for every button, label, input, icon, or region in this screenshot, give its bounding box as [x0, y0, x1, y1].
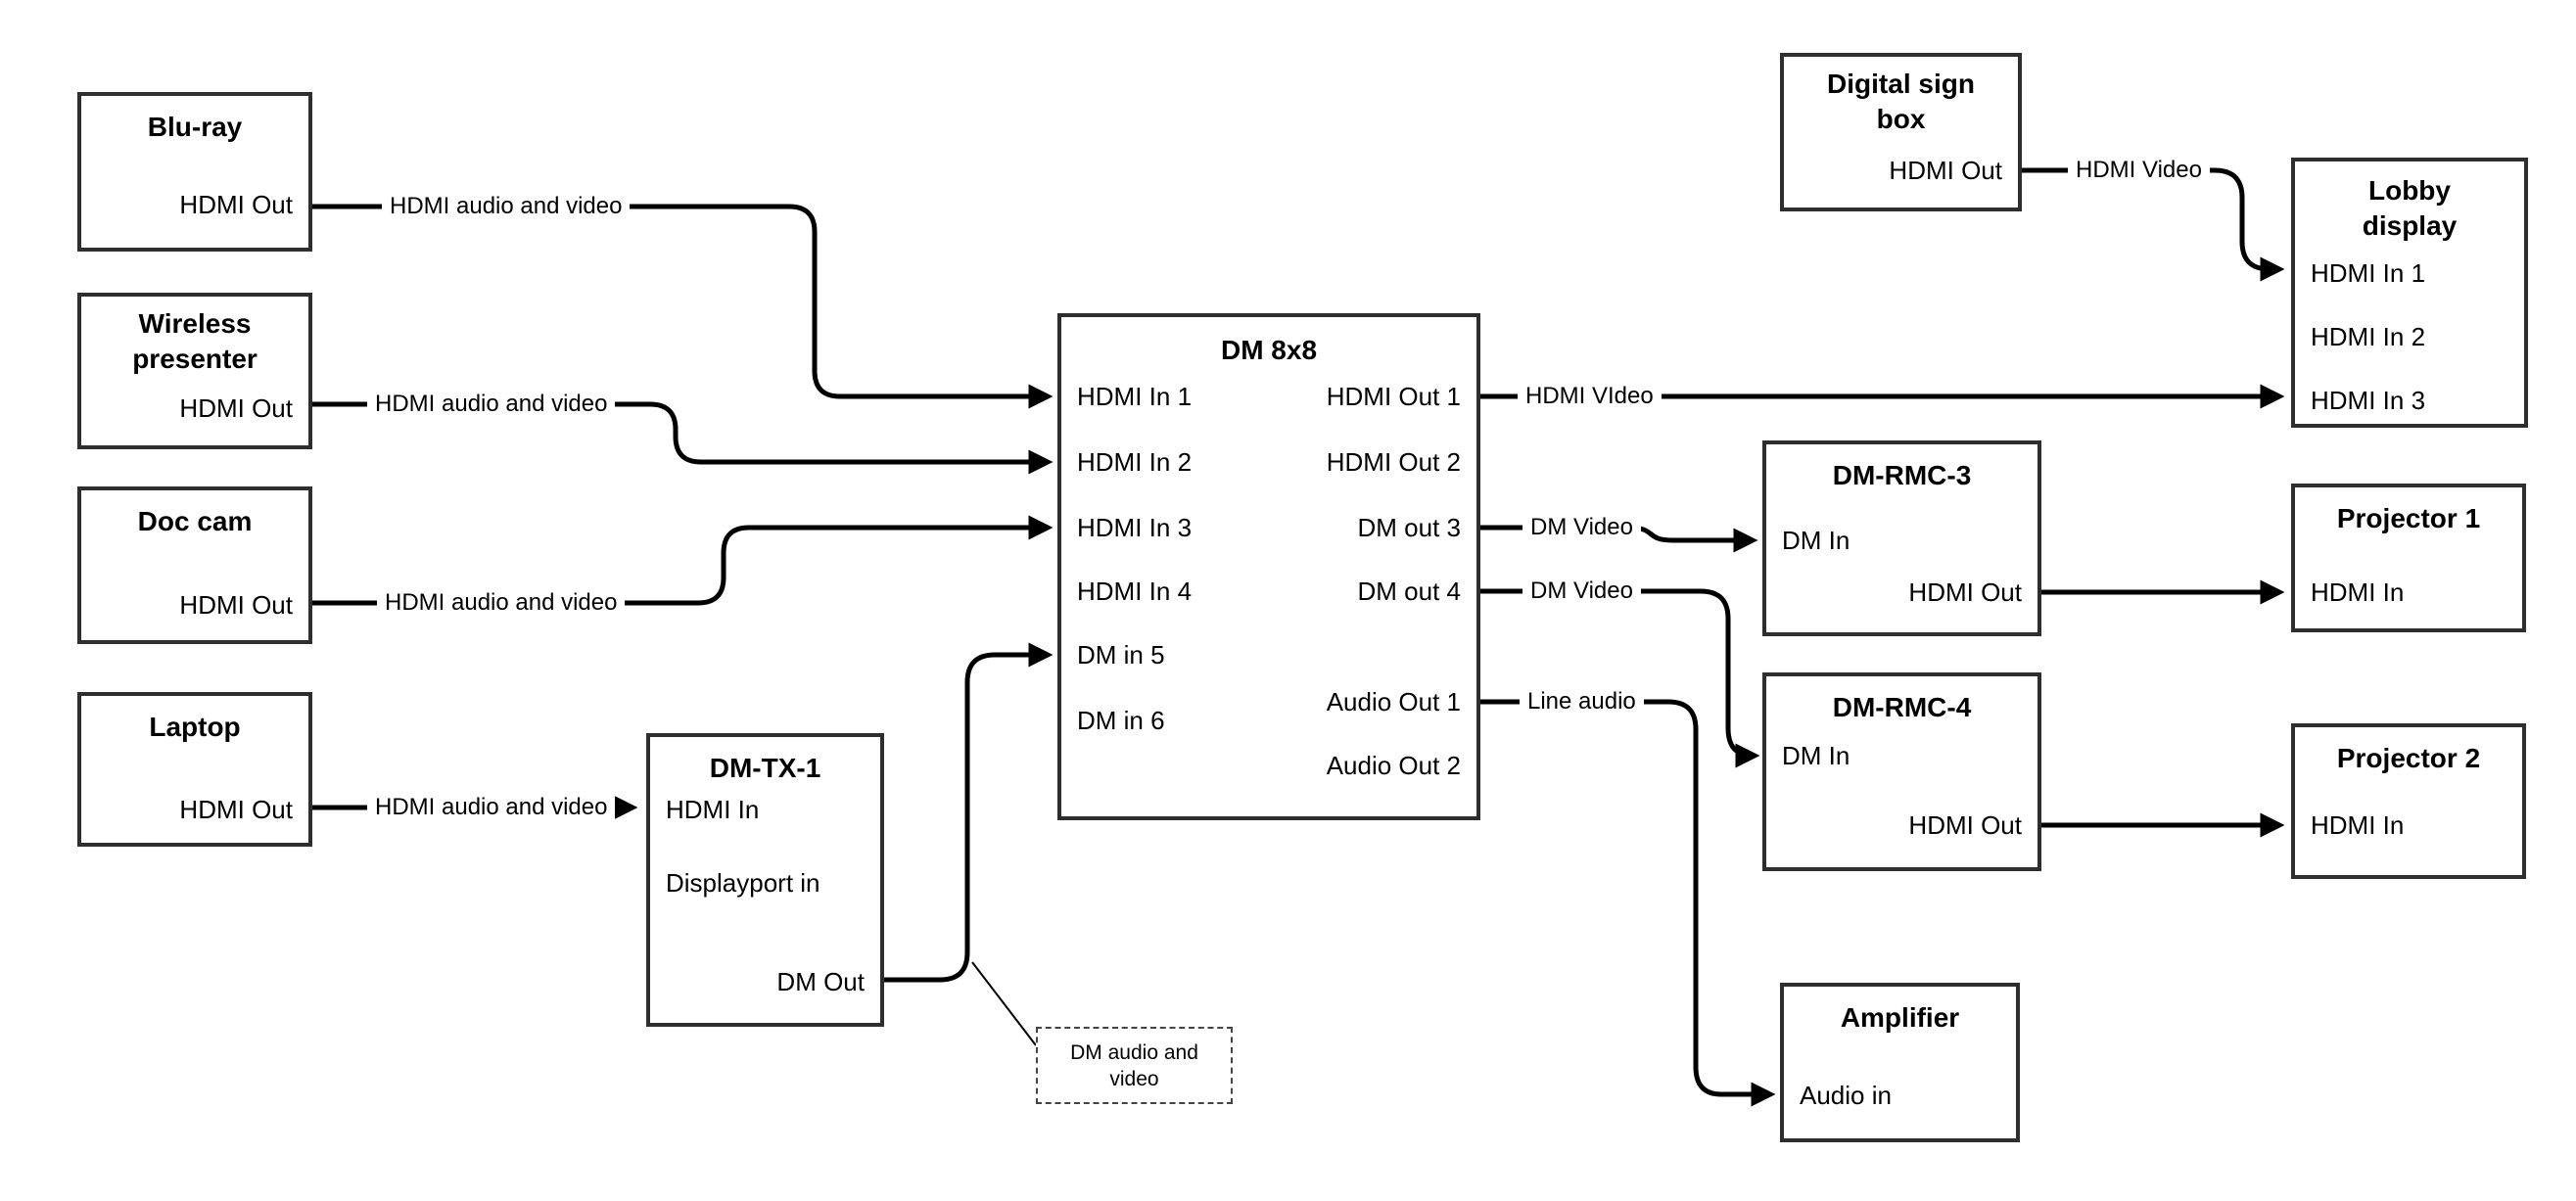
wire-label-wireless: HDMI audio and video — [367, 391, 616, 418]
port-dm-rmc-4-dm-in: DM In — [1782, 741, 1850, 770]
port-dm8x8-audio-out-1: Audio Out 1 — [1326, 687, 1461, 716]
wire-label-hdmi-out-1: HDMI VIdeo — [1518, 383, 1662, 410]
node-dm-rmc-4-title: DM-RMC-4 — [1832, 692, 1972, 722]
wire-label-dm-out-3: DM Video — [1522, 514, 1641, 541]
node-blu-ray: Blu-ray HDMI Out — [77, 92, 312, 252]
wire-label-dm-out-4: DM Video — [1522, 577, 1641, 605]
node-projector-1-title: Projector 1 — [2336, 503, 2481, 533]
node-lobby-display-title: Lobby display — [2362, 175, 2458, 241]
node-dm-rmc-3: DM-RMC-3 DM In HDMI Out — [1762, 440, 2041, 636]
port-dm8x8-dm-in-5: DM in 5 — [1077, 640, 1165, 670]
port-projector-2-hdmi-in: HDMI In — [2311, 810, 2405, 840]
note-dm-audio-video: DM audio and video — [1036, 1027, 1233, 1104]
node-amplifier: Amplifier Audio in — [1780, 983, 2020, 1142]
port-dm8x8-hdmi-in-2: HDMI In 2 — [1077, 447, 1193, 477]
node-laptop: Laptop HDMI Out — [77, 692, 312, 847]
node-amplifier-title: Amplifier — [1840, 1002, 1960, 1033]
node-blu-ray-title: Blu-ray — [147, 112, 243, 142]
node-dm-rmc-3-title: DM-RMC-3 — [1832, 460, 1972, 490]
port-blu-ray-hdmi-out: HDMI Out — [179, 190, 293, 219]
connector-blu-ray-to-dm8x8-in1 — [312, 204, 1054, 409]
port-dm8x8-hdmi-out-1: HDMI Out 1 — [1326, 382, 1461, 411]
node-dm-tx-1: DM-TX-1 HDMI In Displayport in DM Out — [646, 733, 884, 1027]
port-dm8x8-hdmi-in-4: HDMI In 4 — [1077, 577, 1193, 606]
connector-dm8x8-audio-out1-to-amplifier — [1480, 699, 1776, 1107]
connector-dm8x8-dm-out4-to-dm-rmc4 — [1480, 588, 1760, 768]
wire-label-laptop: HDMI audio and video — [367, 794, 616, 821]
connector-wireless-to-dm8x8-in2 — [312, 401, 1054, 475]
note-callout-line — [971, 961, 1037, 1046]
port-dm8x8-dm-out-3: DM out 3 — [1357, 513, 1462, 542]
node-dm-rmc-4: DM-RMC-4 DM In HDMI Out — [1762, 672, 2041, 871]
port-dm-rmc-4-hdmi-out: HDMI Out — [1908, 810, 2022, 840]
connector-doc-cam-to-dm8x8-in3 — [312, 515, 1054, 606]
port-amplifier-audio-in: Audio in — [1800, 1081, 1892, 1110]
node-projector-1: Projector 1 HDMI In — [2291, 484, 2526, 632]
node-laptop-title: Laptop — [149, 712, 241, 742]
node-dm-tx-1-title: DM-TX-1 — [709, 753, 821, 783]
port-dm8x8-audio-out-2: Audio Out 2 — [1326, 751, 1461, 780]
port-wireless-hdmi-out: HDMI Out — [179, 393, 293, 423]
node-doc-cam: Doc cam HDMI Out — [77, 486, 312, 644]
wire-label-digital-sign: HDMI Video — [2068, 157, 2210, 184]
node-doc-cam-title: Doc cam — [137, 506, 253, 536]
node-projector-2: Projector 2 HDMI In — [2291, 723, 2526, 879]
node-wireless-presenter-title: Wireless presenter — [132, 308, 258, 374]
node-dm-8x8: DM 8x8 HDMI In 1 HDMI In 2 HDMI In 3 HDM… — [1057, 313, 1480, 820]
node-digital-sign-box: Digital sign box HDMI Out — [1780, 53, 2022, 211]
port-dm-rmc-3-dm-in: DM In — [1782, 526, 1850, 555]
port-dm8x8-hdmi-in-3: HDMI In 3 — [1077, 513, 1193, 542]
connector-dm-tx1-to-dm8x8-dm-in5 — [884, 642, 1054, 983]
port-dm8x8-hdmi-in-1: HDMI In 1 — [1077, 382, 1193, 411]
node-dm-8x8-title: DM 8x8 — [1220, 335, 1318, 365]
connector-digital-sign-to-lobby-in1 — [2022, 167, 2285, 282]
port-dm8x8-dm-out-4: DM out 4 — [1357, 577, 1462, 606]
port-dm-rmc-3-hdmi-out: HDMI Out — [1908, 577, 2022, 607]
port-dm8x8-hdmi-out-2: HDMI Out 2 — [1326, 447, 1461, 477]
port-doc-cam-hdmi-out: HDMI Out — [179, 590, 293, 620]
node-lobby-display: Lobby display HDMI In 1 HDMI In 2 HDMI I… — [2291, 158, 2528, 428]
port-dm-tx-1-displayport-in: Displayport in — [666, 868, 820, 898]
port-digital-sign-hdmi-out: HDMI Out — [1889, 156, 2002, 185]
wire-label-blu-ray: HDMI audio and video — [382, 193, 631, 220]
port-lobby-hdmi-in-2: HDMI In 2 — [2311, 322, 2426, 351]
port-dm8x8-dm-in-6: DM in 6 — [1077, 706, 1165, 735]
node-digital-sign-title: Digital sign box — [1827, 69, 1975, 134]
node-wireless-presenter: Wireless presenter HDMI Out — [77, 293, 312, 449]
wire-label-doc-cam: HDMI audio and video — [377, 589, 626, 617]
port-lobby-hdmi-in-1: HDMI In 1 — [2311, 258, 2426, 288]
port-dm-tx-1-hdmi-in: HDMI In — [666, 795, 760, 824]
node-projector-2-title: Projector 2 — [2336, 743, 2481, 773]
port-laptop-hdmi-out: HDMI Out — [179, 795, 293, 824]
port-projector-1-hdmi-in: HDMI In — [2311, 577, 2405, 607]
port-lobby-hdmi-in-3: HDMI In 3 — [2311, 386, 2426, 415]
wire-label-audio-out-1: Line audio — [1520, 688, 1644, 716]
port-dm-tx-1-dm-out: DM Out — [776, 967, 865, 996]
